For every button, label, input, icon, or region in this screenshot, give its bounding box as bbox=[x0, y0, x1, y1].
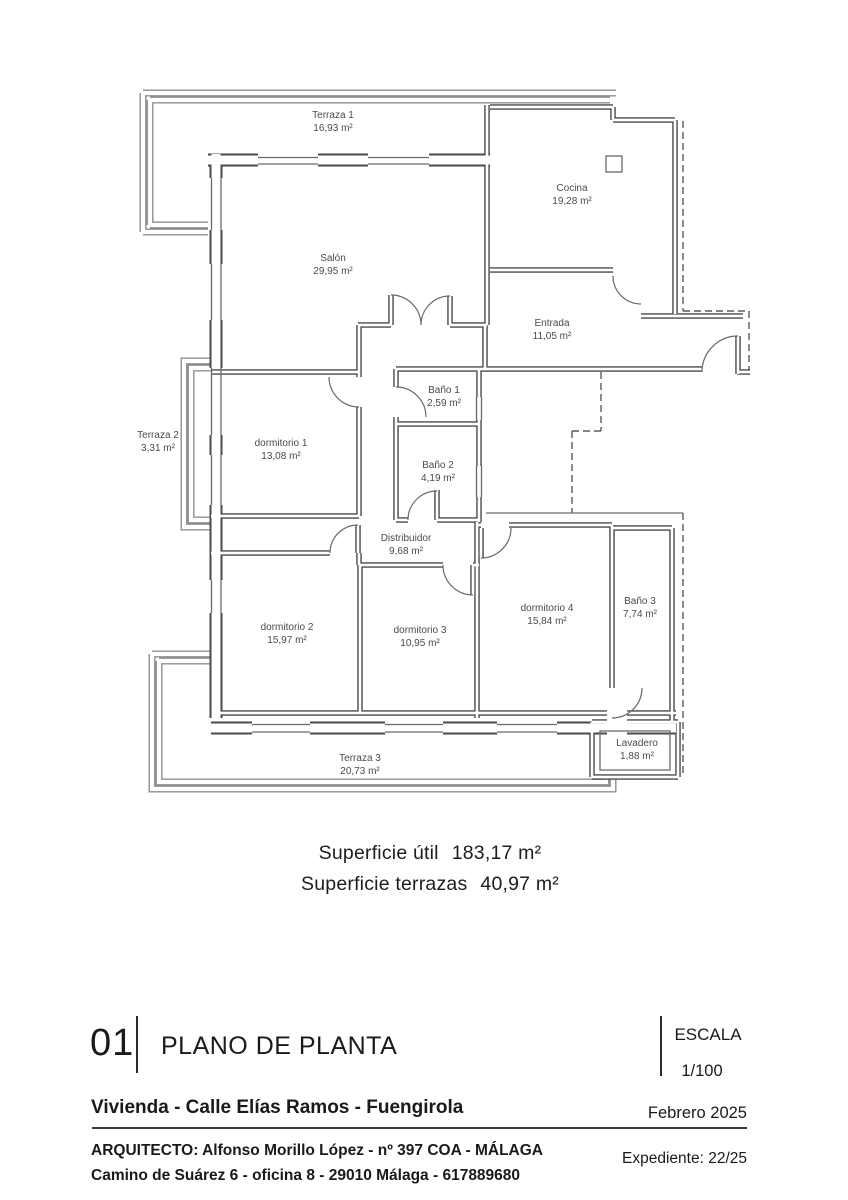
sheet-title: PLANO DE PLANTA bbox=[161, 1032, 398, 1060]
room-area-terraza3: 20,73 m² bbox=[340, 766, 380, 777]
titleblock-rule bbox=[92, 1127, 747, 1129]
sheet-number: 01 bbox=[90, 1022, 135, 1064]
bedroom1-door bbox=[328, 376, 360, 408]
room-label-dormitorio4: dormitorio 4 bbox=[521, 603, 574, 614]
room-label-salon: Salón bbox=[320, 253, 346, 264]
room-area-terraza1: 16,93 m² bbox=[313, 123, 353, 134]
room-area-salon: 29,95 m² bbox=[313, 266, 353, 277]
architect-line-2: Camino de Suárez 6 - oficina 8 - 29010 M… bbox=[91, 1167, 521, 1184]
room-label-terraza3: Terraza 3 bbox=[339, 753, 381, 764]
room-label-bano2: Baño 2 bbox=[422, 460, 454, 471]
summary-terraces-value: 40,97 m² bbox=[480, 873, 559, 895]
room-label-lavadero: Lavadero bbox=[616, 738, 658, 749]
room-area-bano2: 4,19 m² bbox=[421, 473, 456, 484]
room-label-cocina: Cocina bbox=[556, 183, 588, 194]
room-area-distribuidor: 9,68 m² bbox=[389, 546, 424, 557]
summary-terrace-area: Superficie terrazas 40,97 m² bbox=[12, 873, 848, 896]
titleblock-divider-2 bbox=[660, 1016, 662, 1076]
bath1-door bbox=[395, 386, 427, 418]
kitchen-vent bbox=[605, 155, 623, 173]
doors bbox=[328, 275, 739, 719]
titleblock-divider-1 bbox=[136, 1016, 138, 1073]
summary-terraces-label: Superficie terrazas bbox=[301, 873, 468, 895]
architect-line-1: ARQUITECTO: Alfonso Morillo López - nº 3… bbox=[91, 1142, 543, 1159]
room-label-dormitorio1: dormitorio 1 bbox=[255, 438, 308, 449]
room-label-bano1: Baño 1 bbox=[428, 385, 460, 396]
room-area-dormitorio2: 15,97 m² bbox=[267, 635, 307, 646]
room-label-dormitorio2: dormitorio 2 bbox=[261, 622, 314, 633]
room-area-dormitorio1: 13,08 m² bbox=[261, 451, 301, 462]
room-label-entrada: Entrada bbox=[534, 318, 569, 329]
expedient-number: Expediente: 22/25 bbox=[622, 1150, 747, 1167]
project-date: Febrero 2025 bbox=[647, 1104, 747, 1122]
scale-label: ESCALA bbox=[674, 1025, 742, 1044]
living-room-double-door bbox=[390, 294, 451, 326]
room-area-entrada: 11,05 m² bbox=[533, 331, 572, 342]
room-area-terraza2: 3,31 m² bbox=[141, 443, 176, 454]
room-label-terraza1: Terraza 1 bbox=[312, 110, 354, 121]
room-label-bano3: Baño 3 bbox=[624, 596, 656, 607]
summary-useful-area: Superficie útil 183,17 m² bbox=[12, 842, 848, 865]
floor-plan: Terraza 1 16,93 m² Cocina 19,28 m² Salón… bbox=[137, 0, 848, 820]
dashed-boundary bbox=[571, 121, 750, 775]
bedroom4-door bbox=[480, 527, 512, 559]
entrance-door bbox=[701, 335, 739, 373]
kitchen-door bbox=[612, 275, 642, 305]
scale-value: 1/100 bbox=[681, 1062, 723, 1080]
room-area-bano1: 2,59 m² bbox=[427, 398, 462, 409]
room-label-terraza2: Terraza 2 bbox=[137, 430, 179, 441]
summary-useful-value: 183,17 m² bbox=[451, 842, 542, 864]
room-area-cocina: 19,28 m² bbox=[552, 196, 592, 207]
room-area-dormitorio4: 15,84 m² bbox=[527, 616, 567, 627]
room-labels: Terraza 1 16,93 m² Cocina 19,28 m² Salón… bbox=[137, 110, 658, 777]
bath3-door bbox=[611, 687, 643, 719]
bedroom3-door bbox=[442, 564, 474, 596]
room-area-dormitorio3: 10,95 m² bbox=[400, 638, 440, 649]
room-label-distribuidor: Distribuidor bbox=[381, 533, 432, 544]
bath2-door bbox=[407, 490, 438, 521]
project-subtitle: Vivienda - Calle Elías Ramos - Fuengirol… bbox=[91, 1097, 464, 1118]
room-area-bano3: 7,74 m² bbox=[623, 609, 658, 620]
room-label-dormitorio3: dormitorio 3 bbox=[394, 625, 447, 636]
bedroom2-door bbox=[329, 524, 359, 554]
summary-useful-label: Superficie útil bbox=[318, 842, 439, 864]
room-area-lavadero: 1,88 m² bbox=[620, 751, 655, 762]
windows bbox=[210, 155, 671, 771]
